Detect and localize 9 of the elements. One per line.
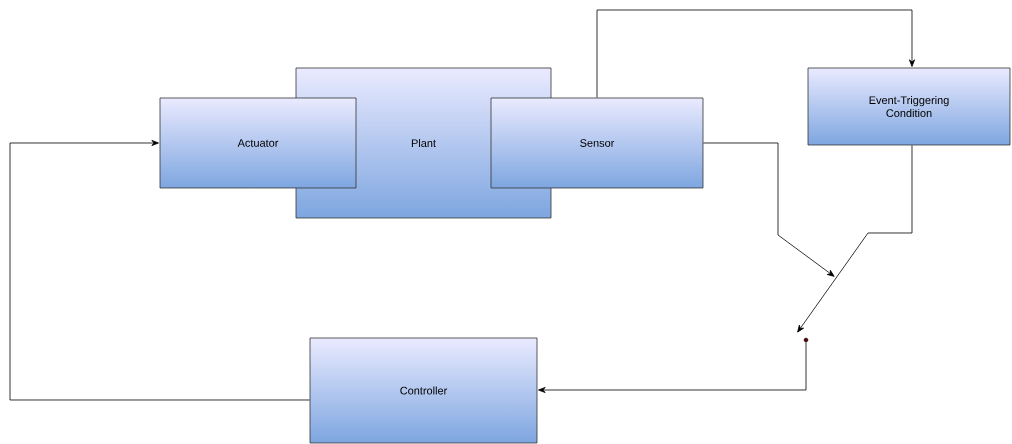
block-box: Sensor	[490, 97, 704, 189]
block-box: Event-Triggering Condition	[807, 67, 1011, 146]
arrow	[538, 341, 807, 393]
block-box: Controller	[309, 337, 538, 444]
arrow	[596, 9, 915, 98]
arrow	[9, 140, 310, 401]
arrow	[703, 142, 835, 277]
arrow	[797, 145, 913, 333]
block-box: Actuator	[159, 97, 357, 189]
